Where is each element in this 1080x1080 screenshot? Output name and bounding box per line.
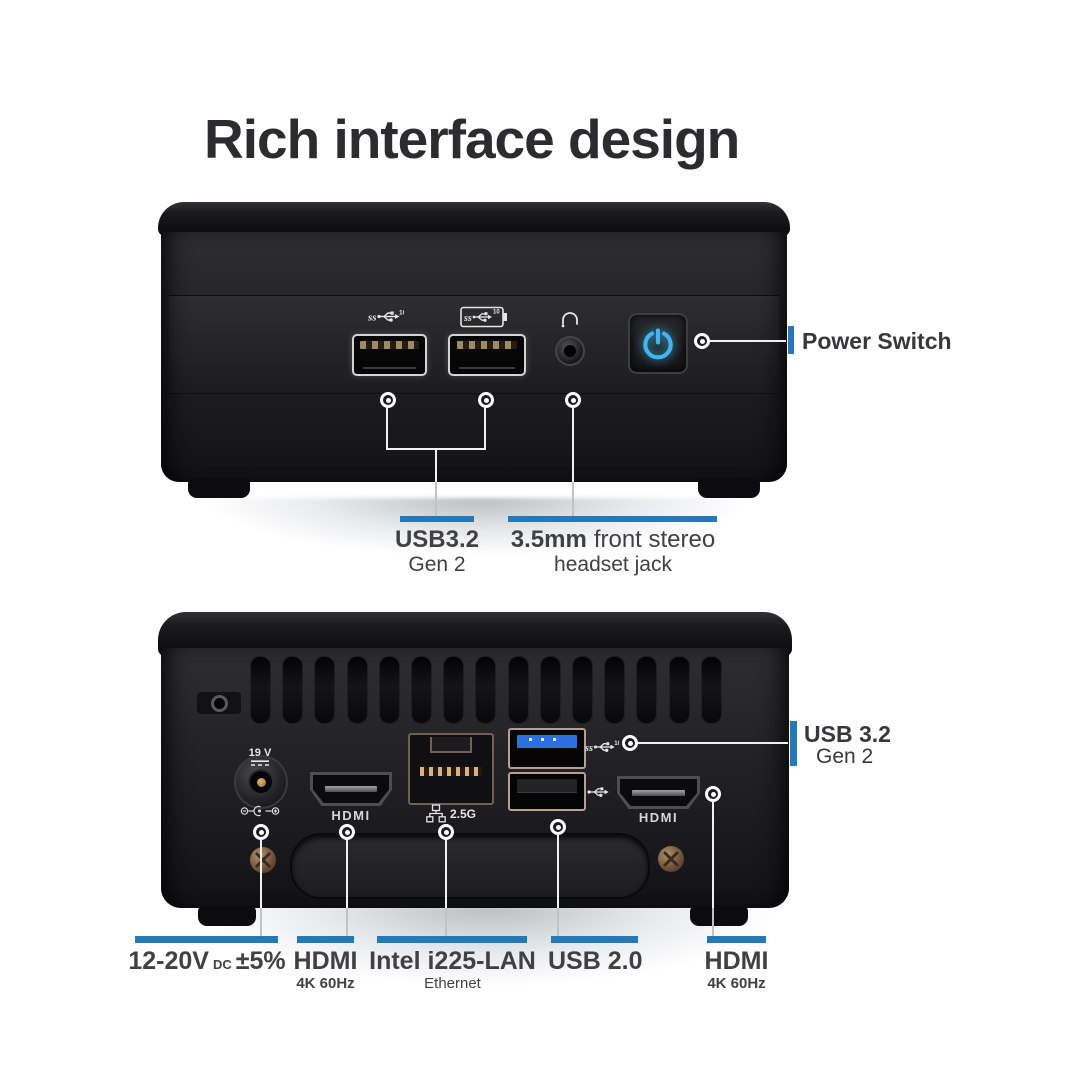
power-icon: [643, 327, 673, 359]
ethernet-port: [408, 733, 494, 805]
usb-2.0-port: [508, 772, 586, 811]
callout-line: [260, 908, 262, 936]
network-icon: 2.5G: [426, 804, 488, 823]
hdmi-left-callout-label: HDMI 4K 60Hz: [293, 947, 358, 993]
usb-trident-icon: [587, 784, 611, 800]
device-lid: [158, 202, 790, 236]
svg-text:ss: ss: [368, 312, 377, 324]
callout-line: [435, 482, 437, 516]
callout-line: [346, 908, 348, 936]
hdmi-port-left-label: HDMI: [331, 808, 371, 823]
callout-marker-jack: [565, 392, 581, 408]
device-foot: [198, 906, 256, 926]
dc-symbol-icon: [251, 760, 269, 766]
lan-callout-label: Intel i225-LAN Ethernet: [369, 947, 536, 993]
usb3-charging-battery-icon: ss 10: [460, 304, 508, 330]
chassis-screw: [250, 847, 276, 873]
device-foot: [690, 906, 748, 926]
callout-accent-bar: [790, 721, 797, 766]
usb-speed-superscript: 10: [493, 310, 500, 316]
callout-marker-usb1: [380, 392, 396, 408]
callout-line: [638, 742, 788, 744]
svg-text:ss: ss: [585, 743, 593, 754]
callout-marker-lan: [438, 824, 454, 840]
headphone-icon: [559, 309, 581, 329]
mini-pc-rear-view: 19 V HDMI: [158, 612, 792, 927]
callout-line: [572, 408, 574, 482]
callout-line: [484, 408, 486, 450]
callout-marker-hdmi-right: [705, 786, 721, 802]
callout-marker-usb32: [622, 735, 638, 751]
power-button: [628, 313, 688, 374]
chassis-screw: [658, 846, 684, 872]
dc-polarity-icon: [240, 804, 280, 818]
callout-line: [712, 908, 714, 936]
callout-marker-usb20: [550, 819, 566, 835]
usb-speed-superscript: 10: [614, 740, 619, 747]
callout-line: [386, 408, 388, 450]
lan-speed-label: 2.5G: [450, 807, 477, 821]
usb-speed-superscript: 10: [399, 310, 404, 317]
device-foot: [188, 478, 250, 498]
hdmi-right-callout-label: HDMI 4K 60Hz: [704, 947, 769, 993]
callout-line: [346, 840, 348, 908]
usb3-10gbps-icon: ss 10: [367, 308, 407, 325]
callout-underline: [551, 936, 638, 943]
callout-underline: [400, 516, 474, 522]
usb20-callout-label: USB 2.0: [548, 947, 643, 975]
callout-line: [445, 908, 447, 936]
usb-a-3.2-gen2-port-1: [352, 334, 427, 376]
kensington-lock-slot: [197, 692, 241, 714]
hdmi-port-left: [310, 772, 392, 806]
page-title: Rich interface design: [204, 107, 740, 170]
device-foot: [698, 478, 760, 498]
cooling-vents: [250, 656, 722, 724]
hdmi-port-right: [617, 776, 700, 809]
power-switch-label: Power Switch: [802, 328, 952, 354]
callout-marker-power: [694, 333, 710, 349]
callout-line: [445, 840, 447, 908]
callout-line: [557, 908, 559, 936]
callout-line: [260, 840, 262, 908]
usb32-gen2-rear-label: USB 3.2 Gen 2: [804, 721, 891, 768]
callout-underline: [135, 936, 278, 943]
callout-underline: [707, 936, 766, 943]
hdmi-port-right-label: HDMI: [638, 810, 679, 825]
callout-line-power: [710, 340, 786, 342]
callout-marker-usb2: [478, 392, 494, 408]
dc-voltage-label: 19 V: [240, 747, 280, 767]
callout-accent-bar: [788, 326, 794, 354]
front-view-reflection: [148, 498, 808, 583]
mini-pc-front-view: ss 10 ss: [158, 202, 790, 502]
callout-line: [557, 835, 559, 908]
callout-marker-dc: [253, 824, 269, 840]
callout-line: [712, 802, 714, 908]
headset-jack-3.5mm: [555, 336, 585, 366]
callout-underline: [377, 936, 527, 943]
usb-a-3.2-gen2-port-2: [448, 334, 526, 376]
callout-underline: [297, 936, 354, 943]
callout-line: [435, 448, 437, 482]
svg-text:ss: ss: [463, 313, 472, 324]
usb32-gen2-front-label: USB3.2 Gen 2: [394, 526, 480, 576]
dc-power-jack: [234, 755, 288, 809]
callout-marker-hdmi-left: [339, 824, 355, 840]
rear-recess-panel: [290, 833, 650, 899]
callout-line: [572, 482, 574, 516]
callout-underline: [508, 516, 717, 522]
usb3-10gbps-icon: ss 10: [584, 739, 622, 755]
usb-a-3.2-gen2-rear-port: [508, 728, 586, 769]
